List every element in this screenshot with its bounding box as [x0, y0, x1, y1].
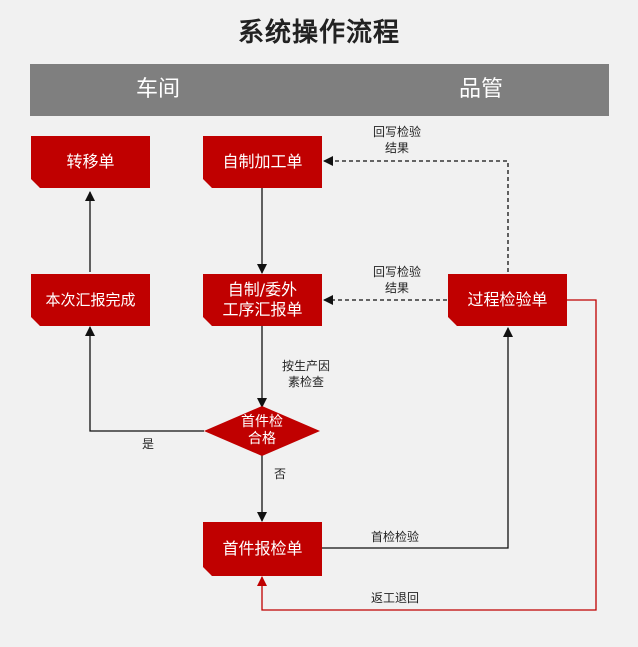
node-first-inspection-order-label: 首件报检单	[222, 539, 303, 558]
label-check-factor-line2: 素检查	[287, 375, 324, 389]
node-self-process-order: 自制加工单	[203, 136, 322, 188]
node-transfer-order: 转移单	[31, 136, 150, 188]
lane-label-quality: 品管	[459, 77, 504, 102]
node-first-inspection-order: 首件报检单	[203, 522, 322, 576]
label-first-inspect: 首检检验	[370, 530, 419, 544]
lane-header-bar	[30, 64, 609, 116]
label-check-factor-line1: 按生产因	[281, 359, 330, 373]
label-yes: 是	[141, 437, 154, 451]
node-transfer-order-label: 转移单	[66, 152, 115, 171]
label-rework-return: 返工退回	[370, 591, 419, 605]
first-check-line2: 合格	[248, 431, 276, 447]
label-writeback-mid-line1: 回写检验	[372, 265, 421, 279]
node-report-complete: 本次汇报完成	[31, 274, 150, 326]
arrow-first-inspect	[322, 327, 513, 549]
node-process-inspection-label: 过程检验单	[467, 290, 548, 309]
node-process-report-line1: 自制/委外	[227, 280, 298, 299]
node-process-inspection: 过程检验单	[448, 274, 567, 326]
label-writeback-top: 回写检验 结果	[362, 124, 432, 156]
first-check-line1: 首件检	[241, 414, 283, 430]
lane-label-workshop: 车间	[136, 77, 181, 102]
first-check-text: 首件检 合格	[204, 414, 320, 448]
arrow-rework-return	[257, 299, 597, 611]
first-check-diamond	[204, 406, 320, 456]
node-process-report-line2: 工序汇报单	[222, 300, 303, 319]
label-writeback-top-line1: 回写检验	[372, 125, 421, 139]
node-process-report: 自制/委外 工序汇报单	[203, 274, 322, 326]
arrow-writeback-top	[323, 156, 509, 272]
label-writeback-mid-line2: 结果	[384, 281, 409, 295]
arrow-firstcheck-yes	[85, 326, 204, 432]
label-check-factor: 按生产因 素检查	[271, 358, 341, 390]
label-no: 否	[273, 467, 286, 481]
node-self-process-order-label: 自制加工单	[222, 152, 303, 171]
page-title: 系统操作流程	[237, 18, 400, 48]
label-writeback-mid: 回写检验 结果	[362, 264, 432, 296]
label-writeback-top-line2: 结果	[384, 141, 409, 155]
node-report-complete-label: 本次汇报完成	[45, 291, 136, 309]
